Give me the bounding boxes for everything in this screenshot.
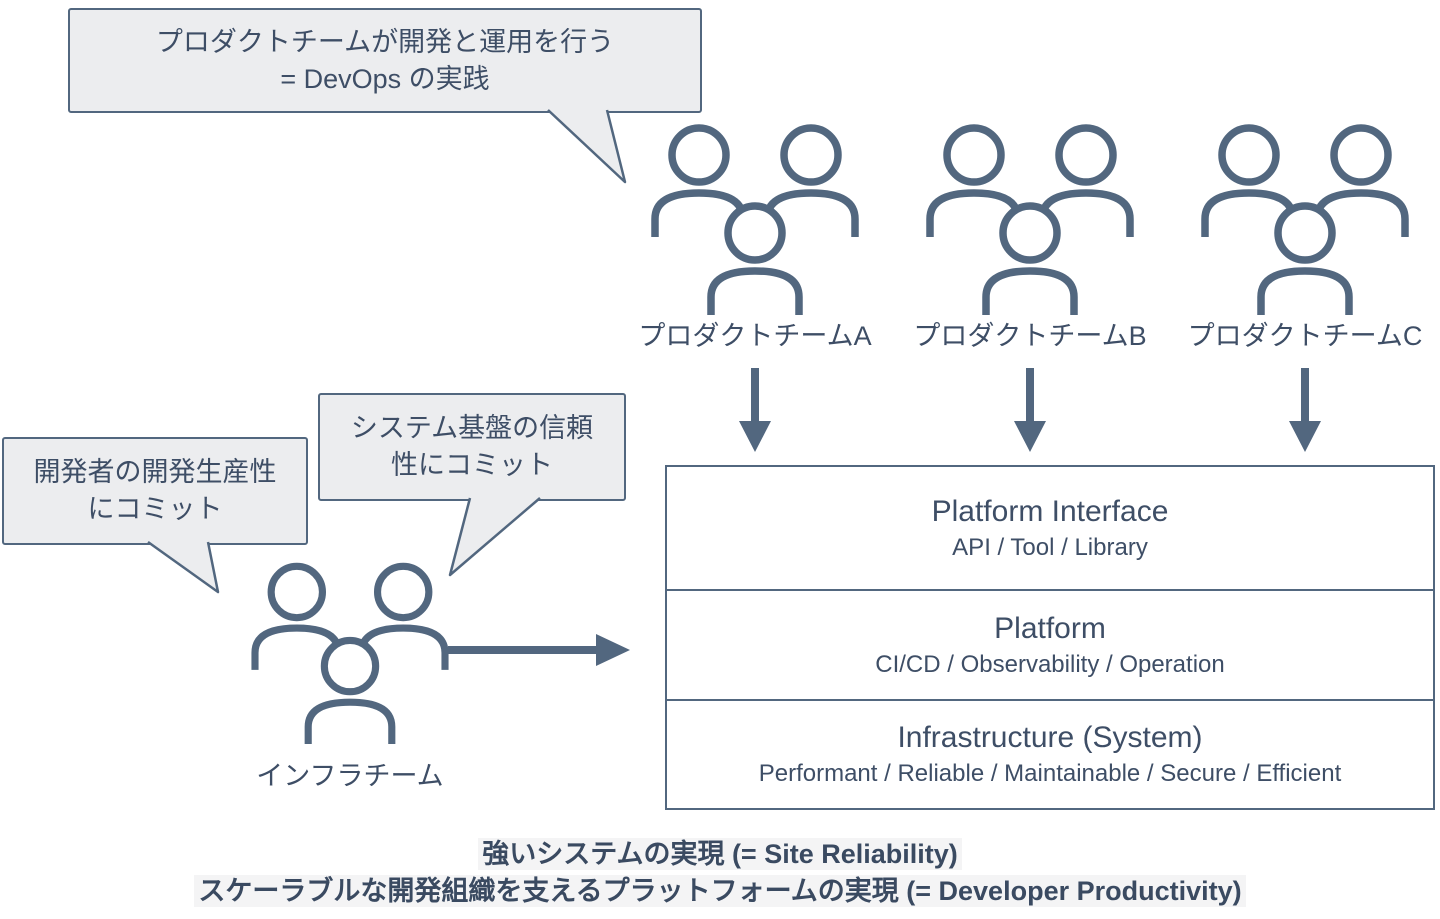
arrow-team-c-down [1289,368,1321,452]
platform-interface-title: Platform Interface [931,494,1169,528]
callout-productivity-line2: にコミット [87,494,223,524]
platform-stack: Platform Interface API / Tool / Library … [665,465,1435,810]
arrow-team-b-down [1014,368,1046,452]
infrastructure-subtitle: Performant / Reliable / Maintainable / S… [758,760,1342,787]
callout-devops-line2: = DevOps の実践 [280,63,490,94]
footer-line2: スケーラブルな開発組織を支えるプラットフォームの実現 (= Developer … [194,875,1246,907]
infra-team-icon [255,566,445,744]
label-product-team-c: プロダクトチームC [1187,321,1423,351]
footer-line1-wrap: 強いシステムの実現 (= Site Reliability) [0,836,1440,873]
callout-system-reliability: システム基盤の信頼 性にコミット [318,393,626,501]
label-infra-team: インフラチーム [256,761,444,791]
label-product-team-b: プロダクトチームB [913,321,1147,351]
platform-subtitle: CI/CD / Observability / Operation [875,650,1225,678]
callout-reliability-line1: システム基盤の信頼 [350,413,594,443]
callout-developer-productivity: 開発者の開発生産性 にコミット [2,437,308,545]
product-team-a-icon [655,128,855,315]
callout-devops: プロダクトチームが開発と運用を行う = DevOps の実践 [68,8,702,113]
stack-row-platform-interface: Platform Interface API / Tool / Library [667,467,1433,589]
footer-line2-wrap: スケーラブルな開発組織を支えるプラットフォームの実現 (= Developer … [0,873,1440,910]
callout-reliability-tail [448,497,541,577]
label-product-team-a: プロダクトチームA [638,321,872,351]
arrow-infra-right [448,634,630,666]
callout-reliability-line2: 性にコミット [391,450,553,480]
footer-line1: 強いシステムの実現 (= Site Reliability) [478,838,962,870]
product-team-c-icon [1205,128,1405,315]
platform-title: Platform [994,611,1106,645]
footer-goals: 強いシステムの実現 (= Site Reliability) スケーラブルな開発… [0,836,1440,910]
product-team-b-icon [930,128,1130,315]
stack-row-infrastructure: Infrastructure (System) Performant / Rel… [667,699,1433,808]
arrow-team-a-down [739,368,771,452]
platform-interface-subtitle: API / Tool / Library [952,533,1148,561]
callout-productivity-tail [147,540,220,594]
callout-devops-tail [547,109,627,184]
callout-devops-line1: プロダクトチームが開発と運用を行う [155,26,615,57]
callout-productivity-line1: 開発者の開発生産性 [33,457,277,487]
stack-row-platform: Platform CI/CD / Observability / Operati… [667,589,1433,699]
infrastructure-title: Infrastructure (System) [897,721,1203,754]
